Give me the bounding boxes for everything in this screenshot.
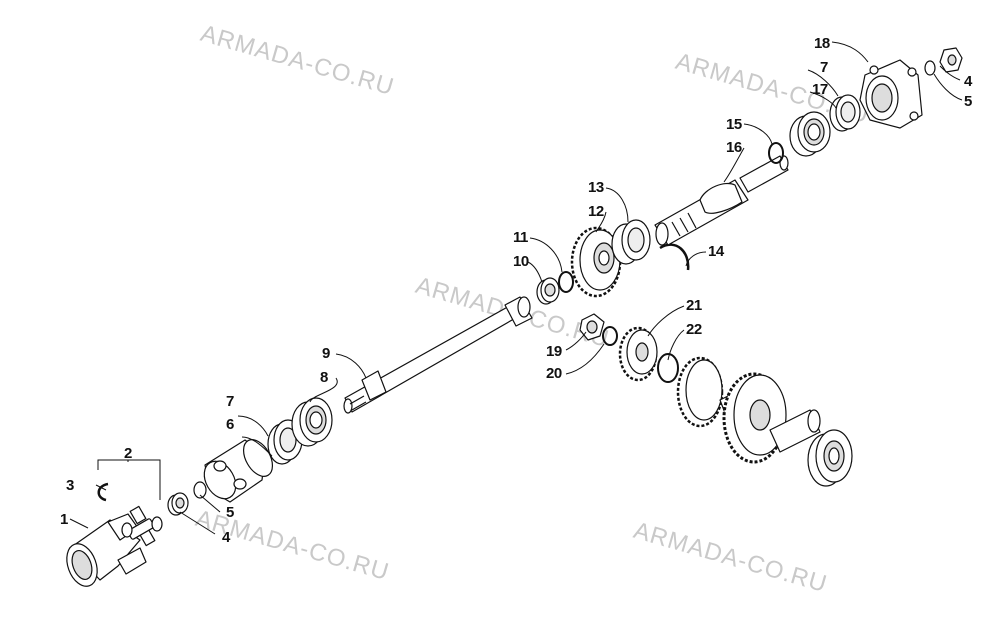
callout-3: 3 — [66, 477, 74, 494]
callout-22: 22 — [686, 321, 702, 338]
u-joint-cross-part-2 — [121, 505, 163, 547]
washer-part-5-right — [924, 60, 936, 76]
gear-part-21 — [618, 326, 658, 382]
callout-5-right: 5 — [964, 93, 972, 110]
callout-15: 15 — [726, 116, 742, 133]
callout-16: 16 — [726, 139, 742, 156]
callout-10: 10 — [513, 253, 529, 270]
callout-6: 6 — [226, 416, 234, 433]
callout-11: 11 — [513, 229, 528, 246]
snap-ring-part-14 — [659, 243, 690, 271]
callout-20: 20 — [546, 365, 562, 382]
ring-part-15 — [768, 142, 784, 164]
callout-17: 17 — [812, 81, 828, 98]
callout-19: 19 — [546, 343, 562, 360]
washer-part-5-left — [193, 481, 207, 499]
bearing-bottom-right — [807, 429, 853, 487]
callout-4-right: 4 — [964, 73, 972, 90]
washer-part-11 — [558, 271, 574, 293]
washer-part-22 — [657, 353, 679, 383]
bevel-gear-part-12 — [570, 226, 622, 298]
nut-part-4-right — [939, 47, 963, 73]
callout-12: 12 — [588, 203, 604, 220]
callout-1: 1 — [60, 511, 68, 528]
callout-14: 14 — [708, 243, 724, 260]
leader-lines — [69, 41, 963, 535]
callout-21: 21 — [686, 297, 702, 314]
callout-7-left: 7 — [226, 393, 234, 410]
coupler-yoke-part-6 — [203, 439, 274, 503]
callout-4-left: 4 — [222, 529, 230, 546]
gear-assembly — [676, 356, 821, 464]
housing-cover-part-18 — [859, 59, 923, 129]
bearing-part-8 — [291, 397, 333, 447]
callout-13: 13 — [588, 179, 604, 196]
nut-part-4-left — [167, 492, 189, 516]
callout-9: 9 — [322, 345, 330, 362]
yoke-part-1 — [66, 513, 147, 587]
callout-8: 8 — [320, 369, 328, 386]
bearing-part-17 — [789, 111, 831, 157]
callout-2: 2 — [124, 445, 132, 462]
seal-part-7-left — [267, 419, 303, 465]
bearing-part-13 — [611, 219, 651, 265]
output-shaft-part-16 — [654, 155, 789, 246]
callout-18: 18 — [814, 35, 830, 52]
drive-shaft-part-9 — [343, 296, 533, 414]
callout-5-left: 5 — [226, 504, 234, 521]
seal-part-7-right — [829, 94, 861, 132]
nut-part-19 — [579, 313, 605, 341]
bearing-part-10 — [536, 277, 560, 305]
snap-ring-part-3 — [97, 482, 109, 502]
callout-7-right: 7 — [820, 59, 828, 76]
washer-part-20 — [602, 326, 618, 346]
